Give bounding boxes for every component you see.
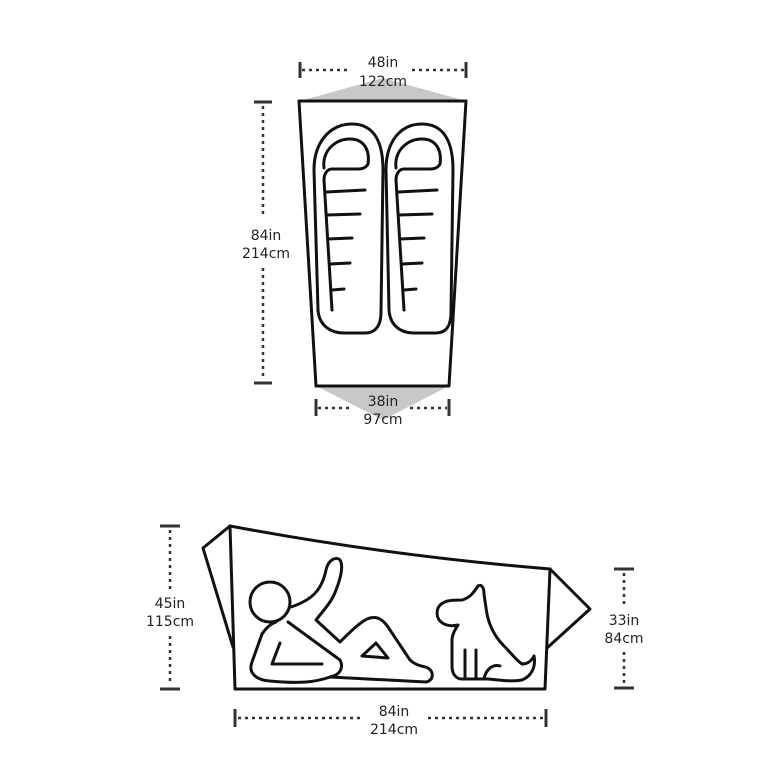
top-width-dimension: 48in 122cm — [298, 55, 468, 90]
floor-outline — [297, 99, 468, 388]
head-height-in: 45in — [155, 596, 186, 612]
bottom-width-dimension: 38in 97cm — [314, 394, 451, 428]
head-height-cm: 115cm — [146, 614, 194, 630]
head-height-dimension: 45in 115cm — [146, 524, 194, 691]
floor-plan: 48in 122cm 84in 214cm 38in 97cm — [242, 55, 468, 428]
sleeping-bag-left — [312, 122, 385, 335]
bottom-width-cm: 97cm — [363, 412, 402, 428]
foot-height-dimension: 33in 84cm — [604, 567, 644, 690]
person-figure — [248, 556, 434, 684]
bottom-width-in: 38in — [368, 394, 399, 410]
foot-vestibule — [545, 567, 592, 650]
foot-height-in: 33in — [609, 613, 640, 629]
floor-length-dimension: 84in 214cm — [242, 100, 290, 385]
top-width-in: 48in — [368, 55, 399, 71]
dog-figure — [435, 584, 536, 683]
side-length-in: 84in — [379, 704, 410, 720]
bottom-width-shade — [316, 386, 449, 420]
sleeping-bag-right — [384, 122, 455, 335]
floor-length-in: 84in — [251, 228, 282, 244]
side-profile: 45in 115cm 33in 84cm 84in 214cm — [146, 524, 644, 738]
floor-length-cm: 214cm — [242, 246, 290, 262]
side-length-dimension: 84in 214cm — [233, 704, 548, 738]
head-vestibule — [201, 524, 235, 649]
top-width-shade — [300, 78, 466, 101]
foot-height-cm: 84cm — [604, 631, 643, 647]
side-length-cm: 214cm — [370, 722, 418, 738]
top-width-cm: 122cm — [359, 74, 407, 90]
